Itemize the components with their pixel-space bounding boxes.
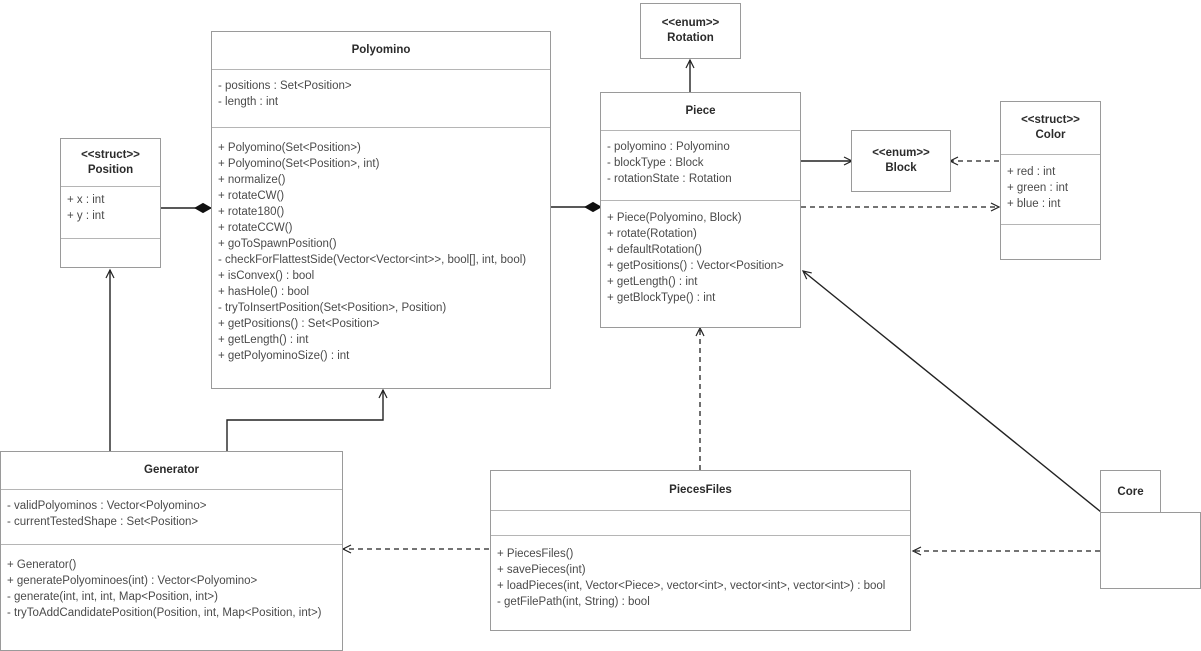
class-attributes-polyomino: - positions : Set<Position> - length : i…: [212, 70, 550, 128]
class-title-block: <<enum>> Block: [852, 131, 950, 191]
class-box-polyomino[interactable]: Polyomino - positions : Set<Position> - …: [211, 31, 551, 389]
method-row: + Generator(): [7, 559, 77, 571]
class-name-piece: Piece: [685, 105, 716, 117]
class-methods-color: [1001, 225, 1100, 259]
class-name-polyomino: Polyomino: [351, 44, 411, 56]
method-row: + hasHole() : bool: [218, 286, 310, 298]
method-row: + Piece(Polyomino, Block): [607, 212, 742, 224]
class-title-piece: Piece: [601, 93, 800, 131]
attribute-row: - validPolyominos : Vector<Polyomino>: [7, 500, 207, 512]
method-row: - tryToInsertPosition(Set<Position>, Pos…: [218, 302, 447, 314]
method-row: + rotateCW(): [218, 190, 285, 202]
class-title-rotation: <<enum>> Rotation: [641, 4, 740, 58]
method-row: + getBlockType() : int: [607, 292, 716, 304]
method-row: + normalize(): [218, 174, 286, 186]
class-attributes-piecesfiles: [491, 511, 910, 536]
method-row: - tryToAddCandidatePosition(Position, in…: [7, 607, 322, 619]
class-name-piecesfiles: PiecesFiles: [669, 484, 732, 496]
method-row: + rotateCCW(): [218, 222, 293, 234]
class-box-block[interactable]: <<enum>> Block: [851, 130, 951, 192]
method-row: + rotate180(): [218, 206, 285, 218]
attribute-row: - rotationState : Rotation: [607, 173, 732, 185]
method-row: + getLength() : int: [607, 276, 698, 288]
method-row: - generate(int, int, int, Map<Position, …: [7, 591, 218, 603]
method-row: + Polyomino(Set<Position>, int): [218, 158, 380, 170]
package-tab-core[interactable]: Core: [1100, 470, 1161, 513]
class-title-color: <<struct>> Color: [1001, 102, 1100, 155]
package-body-core[interactable]: [1100, 512, 1201, 589]
class-title-piecesfiles: PiecesFiles: [491, 471, 910, 511]
method-row: + PiecesFiles(): [497, 548, 574, 560]
method-row: + isConvex() : bool: [218, 270, 315, 282]
attribute-row: - polyomino : Polyomino: [607, 141, 730, 153]
method-row: + getLength() : int: [218, 334, 309, 346]
class-methods-polyomino: + Polyomino(Set<Position>) + Polyomino(S…: [212, 128, 550, 388]
class-stereotype-block: <<enum>>: [872, 147, 930, 159]
class-name-position: Position: [87, 163, 134, 176]
package-name-core: Core: [1117, 485, 1144, 498]
class-stereotype-color: <<struct>>: [1021, 114, 1080, 126]
attribute-row: + green : int: [1007, 182, 1069, 194]
attribute-row: - positions : Set<Position>: [218, 80, 352, 92]
method-row: - getFilePath(int, String) : bool: [497, 596, 650, 608]
class-box-generator[interactable]: Generator - validPolyominos : Vector<Pol…: [0, 451, 343, 651]
attribute-row: + y : int: [67, 210, 105, 222]
class-methods-position: [61, 239, 160, 267]
class-name-rotation: Rotation: [667, 32, 714, 44]
method-row: + Polyomino(Set<Position>): [218, 142, 361, 154]
method-row: + generatePolyominoes(int) : Vector<Poly…: [7, 575, 258, 587]
method-row: + getPolyominoSize() : int: [218, 350, 350, 362]
attribute-row: + red : int: [1007, 166, 1056, 178]
method-row: + defaultRotation(): [607, 244, 702, 256]
class-box-color[interactable]: <<struct>> Color + red : int + green : i…: [1000, 101, 1101, 260]
class-title-generator: Generator: [1, 452, 342, 490]
class-name-generator: Generator: [144, 464, 199, 476]
class-attributes-color: + red : int + green : int + blue : int: [1001, 155, 1100, 225]
method-row: + loadPieces(int, Vector<Piece>, vector<…: [497, 580, 886, 592]
class-attributes-piece: - polyomino : Polyomino - blockType : Bl…: [601, 131, 800, 201]
class-stereotype-position: <<struct>>: [81, 148, 140, 161]
class-methods-piecesfiles: + PiecesFiles() + savePieces(int) + load…: [491, 536, 910, 630]
method-row: + rotate(Rotation): [607, 228, 697, 240]
attribute-row: + blue : int: [1007, 198, 1061, 210]
class-methods-generator: + Generator() + generatePolyominoes(int)…: [1, 545, 342, 650]
class-title-polyomino: Polyomino: [212, 32, 550, 70]
method-row: - checkForFlattestSide(Vector<Vector<int…: [218, 254, 527, 266]
class-name-block: Block: [885, 162, 917, 174]
attribute-row: + x : int: [67, 194, 105, 206]
attribute-row: - currentTestedShape : Set<Position>: [7, 516, 199, 528]
class-title-position: <<struct>> Position: [61, 139, 160, 187]
class-box-position[interactable]: <<struct>> Position + x : int + y : int: [60, 138, 161, 268]
edge-generator-association-polyomino: [226, 388, 388, 451]
class-attributes-generator: - validPolyominos : Vector<Polyomino> - …: [1, 490, 342, 545]
method-row: + goToSpawnPosition(): [218, 238, 337, 250]
class-box-rotation[interactable]: <<enum>> Rotation: [640, 3, 741, 59]
class-stereotype-rotation: <<enum>>: [661, 17, 720, 29]
class-box-piecesfiles[interactable]: PiecesFiles + PiecesFiles() + savePieces…: [490, 470, 911, 631]
class-name-color: Color: [1035, 129, 1066, 141]
attribute-row: - length : int: [218, 96, 279, 108]
method-row: + savePieces(int): [497, 564, 586, 576]
class-box-piece[interactable]: Piece - polyomino : Polyomino - blockTyp…: [600, 92, 801, 328]
class-methods-piece: + Piece(Polyomino, Block) + rotate(Rotat…: [601, 201, 800, 327]
class-attributes-position: + x : int + y : int: [61, 187, 160, 239]
method-row: + getPositions() : Vector<Position>: [607, 260, 784, 272]
method-row: + getPositions() : Set<Position>: [218, 318, 380, 330]
attribute-row: - blockType : Block: [607, 157, 704, 169]
